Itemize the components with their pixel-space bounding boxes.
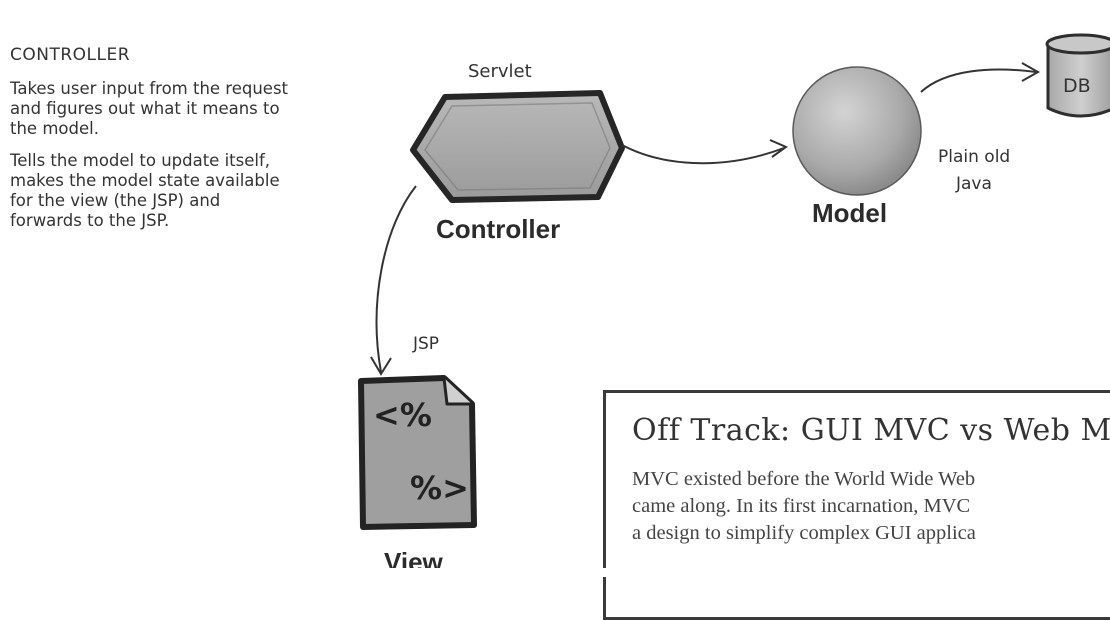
controller-description: CONTROLLER Takes user input from the req… <box>10 45 400 243</box>
mvc-diagram: Servlet Controller Model Plain old Java … <box>358 33 1110 577</box>
controller-hexagon-icon <box>410 90 625 203</box>
off-track-line-2: came along. In its first incarnation, MV… <box>632 495 971 517</box>
para2-line-3: for the view (the JSP) and <box>10 191 221 210</box>
controller-to-view-arrow <box>370 185 417 376</box>
model-note-line-1: Plain old <box>938 147 1010 167</box>
off-track-line-3: a design to simplify complex GUI applica <box>632 522 976 544</box>
para2-line-4: forwards to the JSP. <box>10 211 170 230</box>
off-track-title: Off Track: GUI MVC vs Web M <box>632 413 1110 448</box>
view-jsp-page-icon <box>358 375 477 530</box>
view-glyph-top: <% <box>373 396 432 434</box>
db-label: DB <box>1063 75 1091 97</box>
controller-to-model-arrow <box>621 139 789 165</box>
page-bottom-edge <box>0 568 1110 577</box>
para1-line-3: the model. <box>10 119 99 138</box>
para2-line-1: Tells the model to update itself, <box>10 151 271 170</box>
off-track-line-1: MVC existed before the World Wide Web <box>632 468 976 490</box>
jsp-note: JSP <box>412 334 439 354</box>
model-sphere-icon <box>792 66 922 196</box>
controller-heading: CONTROLLER <box>10 45 131 65</box>
model-note-line-2: Java <box>955 174 992 194</box>
view-glyph-bottom: %> <box>410 469 469 507</box>
controller-paragraph-2: Tells the model to update itself, makes … <box>10 151 400 231</box>
model-label: Model <box>812 198 887 228</box>
servlet-note: Servlet <box>468 61 532 82</box>
controller-paragraph-1: Takes user input from the request and fi… <box>10 79 400 139</box>
para1-line-1: Takes user input from the request <box>10 79 289 98</box>
off-track-sidebar-box: Off Track: GUI MVC vs Web M MVC existed … <box>603 390 1110 620</box>
database-cylinder-icon <box>1045 33 1110 118</box>
para1-line-2: and figures out what it means to <box>10 99 280 118</box>
para2-line-2: makes the model state available <box>10 171 280 190</box>
controller-label: Controller <box>436 214 560 244</box>
model-to-db-arrow <box>920 62 1041 93</box>
